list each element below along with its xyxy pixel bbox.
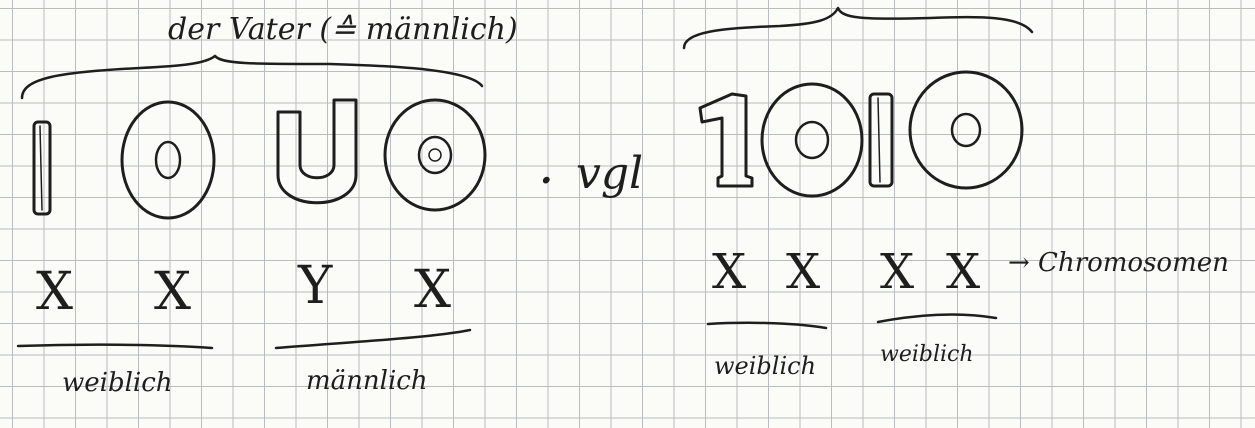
separator-dot: . [540,150,553,192]
left-chromosome-3: Y [298,256,332,316]
left-chromosome-2: X [154,262,191,322]
left-digit-one [34,122,50,214]
right-chromosome-3: X [880,244,914,300]
right-chromosome-1: X [712,244,746,300]
right-digit-one-1 [700,94,752,186]
right-digit-zero-2 [910,72,1022,188]
left-digit-zero-1 [122,102,214,218]
left-chromosome-1: X [36,262,73,322]
right-label-weiblich-1: weiblich [714,352,816,380]
left-underline-weiblich [18,345,212,348]
left-label-weiblich: weiblich [62,368,173,398]
compare-label: vgl [576,148,643,199]
right-underline-weiblich-2 [878,315,996,322]
right-label-weiblich-2: weiblich [880,342,974,367]
right-digit-zero-1 [762,84,862,196]
left-digit-zero-2 [385,100,485,210]
left-chromosome-4: X [414,260,451,320]
left-underline-maennlich [276,330,470,348]
left-label-maennlich: männlich [306,366,428,396]
right-digit-one-2 [870,94,892,186]
right-underline-weiblich-1 [708,323,826,328]
right-chromosome-2: X [786,244,820,300]
left-digit-u [278,100,356,203]
chromosome-note: → Chromosomen [1008,248,1229,278]
father-label: der Vater (≙ männlich) [168,12,518,47]
right-chromosome-4: X [946,244,980,300]
left-brace [22,56,482,98]
right-brace [684,8,1032,48]
